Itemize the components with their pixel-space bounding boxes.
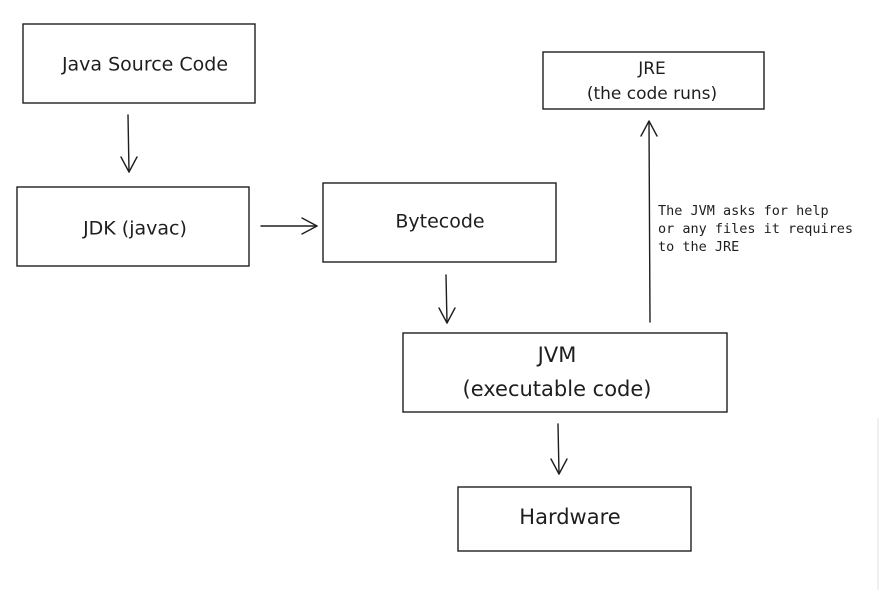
- arrow-jdk-to-bytecode: [260, 217, 318, 235]
- node-hardware[interactable]: Hardware: [457, 486, 692, 552]
- note-line-3: to the JRE: [658, 239, 739, 255]
- node-jvm-label-line2: (executable code): [463, 377, 652, 401]
- arrow-bytecode-to-jvm: [438, 274, 456, 324]
- note-jvm-jre: The JVM asks for help or any files it re…: [658, 203, 853, 255]
- node-jvm-box: [402, 332, 728, 413]
- node-jdk-box: [16, 186, 250, 267]
- node-jdk-label: JDK (javac): [82, 218, 187, 240]
- node-jre-box: [542, 51, 765, 110]
- node-jvm[interactable]: JVM (executable code): [402, 332, 728, 413]
- node-bytecode-label: Bytecode: [395, 211, 484, 233]
- node-java-source-code[interactable]: Java Source Code: [22, 23, 256, 104]
- note-line-2: or any files it requires: [658, 221, 853, 237]
- node-java-source-code-box: [22, 23, 256, 104]
- node-hardware-label: Hardware: [519, 505, 620, 529]
- node-bytecode-box: [322, 182, 557, 263]
- node-jvm-label-line1: JVM: [536, 343, 577, 367]
- node-jdk[interactable]: JDK (javac): [16, 186, 250, 267]
- arrow-jvm-to-jre: [640, 120, 658, 323]
- node-jre[interactable]: JRE (the code runs): [542, 51, 765, 110]
- node-jre-label-line2: (the code runs): [587, 84, 717, 104]
- node-java-source-code-label: Java Source Code: [61, 54, 228, 76]
- node-hardware-box: [457, 486, 692, 552]
- arrow-source-to-jdk: [120, 114, 138, 173]
- node-bytecode[interactable]: Bytecode: [322, 182, 557, 263]
- note-line-1: The JVM asks for help: [658, 203, 829, 219]
- arrow-jvm-to-hardware: [550, 423, 568, 475]
- node-jre-label-line1: JRE: [637, 59, 666, 79]
